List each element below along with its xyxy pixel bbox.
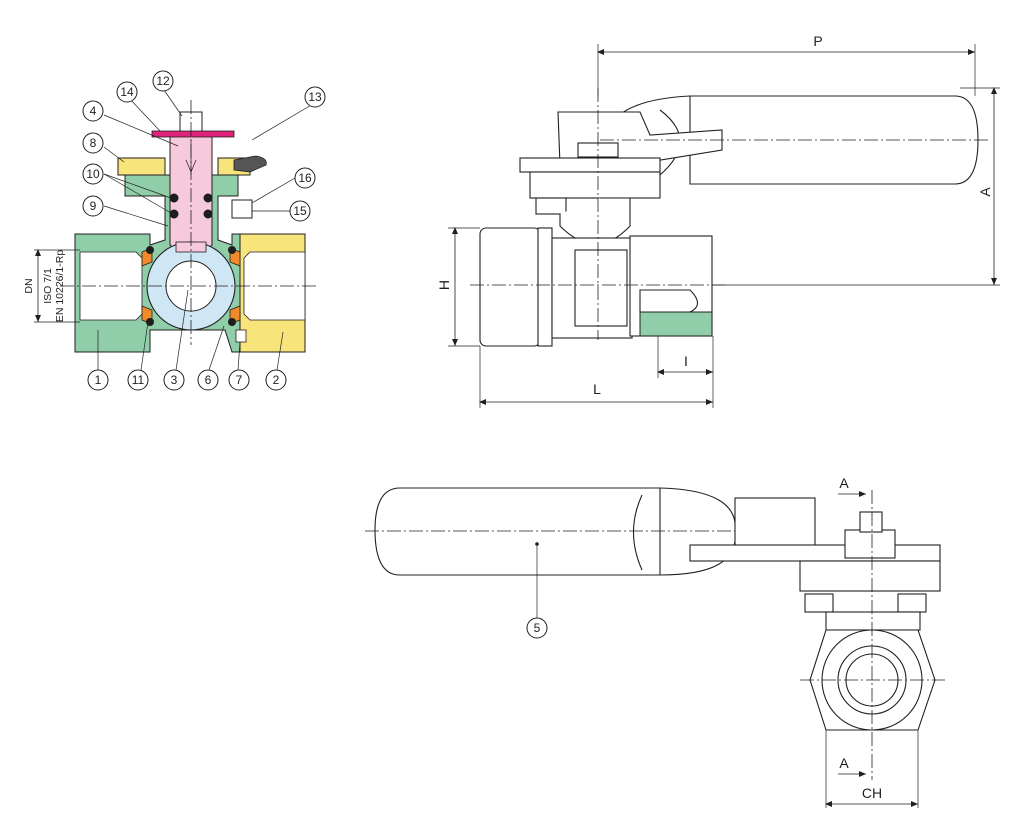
callout-8: 8 bbox=[82, 132, 104, 154]
svg-text:1: 1 bbox=[95, 373, 102, 387]
callout-6: 6 bbox=[197, 369, 219, 391]
lock-nut bbox=[231, 199, 253, 219]
handle-plate bbox=[151, 130, 235, 138]
dn-label: DN bbox=[23, 278, 35, 293]
section-mark-top: A bbox=[839, 475, 849, 491]
svg-text:6: 6 bbox=[205, 373, 212, 387]
dim-A: A bbox=[977, 187, 993, 197]
bore-right bbox=[243, 251, 306, 321]
thread-label-iso: ISO 7/1 bbox=[42, 268, 54, 304]
stop-pin bbox=[233, 155, 267, 173]
dim-P: P bbox=[813, 33, 822, 49]
svg-text:9: 9 bbox=[90, 199, 97, 213]
leader-lines bbox=[97, 89, 314, 371]
callout-12: 12 bbox=[152, 70, 174, 92]
callout-3: 3 bbox=[163, 369, 185, 391]
callout-5: 5 bbox=[526, 617, 548, 639]
end-view: A A CH 5 bbox=[365, 475, 945, 808]
svg-text:16: 16 bbox=[298, 171, 312, 185]
svg-text:10: 10 bbox=[86, 167, 100, 181]
callout-14: 14 bbox=[116, 81, 138, 103]
gland-yellow bbox=[117, 157, 251, 176]
svg-text:2: 2 bbox=[273, 373, 280, 387]
callout-2: 2 bbox=[265, 369, 287, 391]
dim-I: I bbox=[684, 353, 688, 369]
svg-text:12: 12 bbox=[156, 74, 170, 88]
callout-10: 10 bbox=[82, 163, 104, 185]
section-view: DN ISO 7/1 EN 10226/1-Rp 1 11 3 6 7 bbox=[23, 70, 326, 391]
callout-16: 16 bbox=[294, 167, 316, 189]
svg-text:15: 15 bbox=[293, 204, 307, 218]
callout-9: 9 bbox=[82, 195, 104, 217]
callout-11: 11 bbox=[127, 369, 149, 391]
thread-label-en: EN 10226/1-Rp bbox=[54, 250, 66, 323]
callout-4: 4 bbox=[82, 100, 104, 122]
svg-text:14: 14 bbox=[120, 85, 134, 99]
side-view: P A H L I bbox=[436, 33, 1000, 408]
callout-1: 1 bbox=[87, 369, 109, 391]
o-rings bbox=[169, 193, 213, 219]
svg-text:4: 4 bbox=[90, 104, 97, 118]
dim-H: H bbox=[436, 280, 452, 290]
svg-text:11: 11 bbox=[132, 373, 145, 387]
svg-text:7: 7 bbox=[236, 373, 243, 387]
callout-7: 7 bbox=[228, 369, 250, 391]
green-end-cap bbox=[639, 311, 713, 337]
svg-text:3: 3 bbox=[171, 373, 178, 387]
callout-13: 13 bbox=[304, 86, 326, 108]
section-mark-bottom: A bbox=[839, 755, 849, 771]
dim-L: L bbox=[593, 381, 601, 397]
handle-tube-end-view bbox=[374, 487, 661, 576]
svg-text:8: 8 bbox=[90, 136, 97, 150]
svg-text:5: 5 bbox=[534, 621, 541, 635]
callout-15: 15 bbox=[289, 200, 311, 222]
svg-text:13: 13 bbox=[308, 90, 322, 104]
dim-CH: CH bbox=[862, 785, 882, 801]
